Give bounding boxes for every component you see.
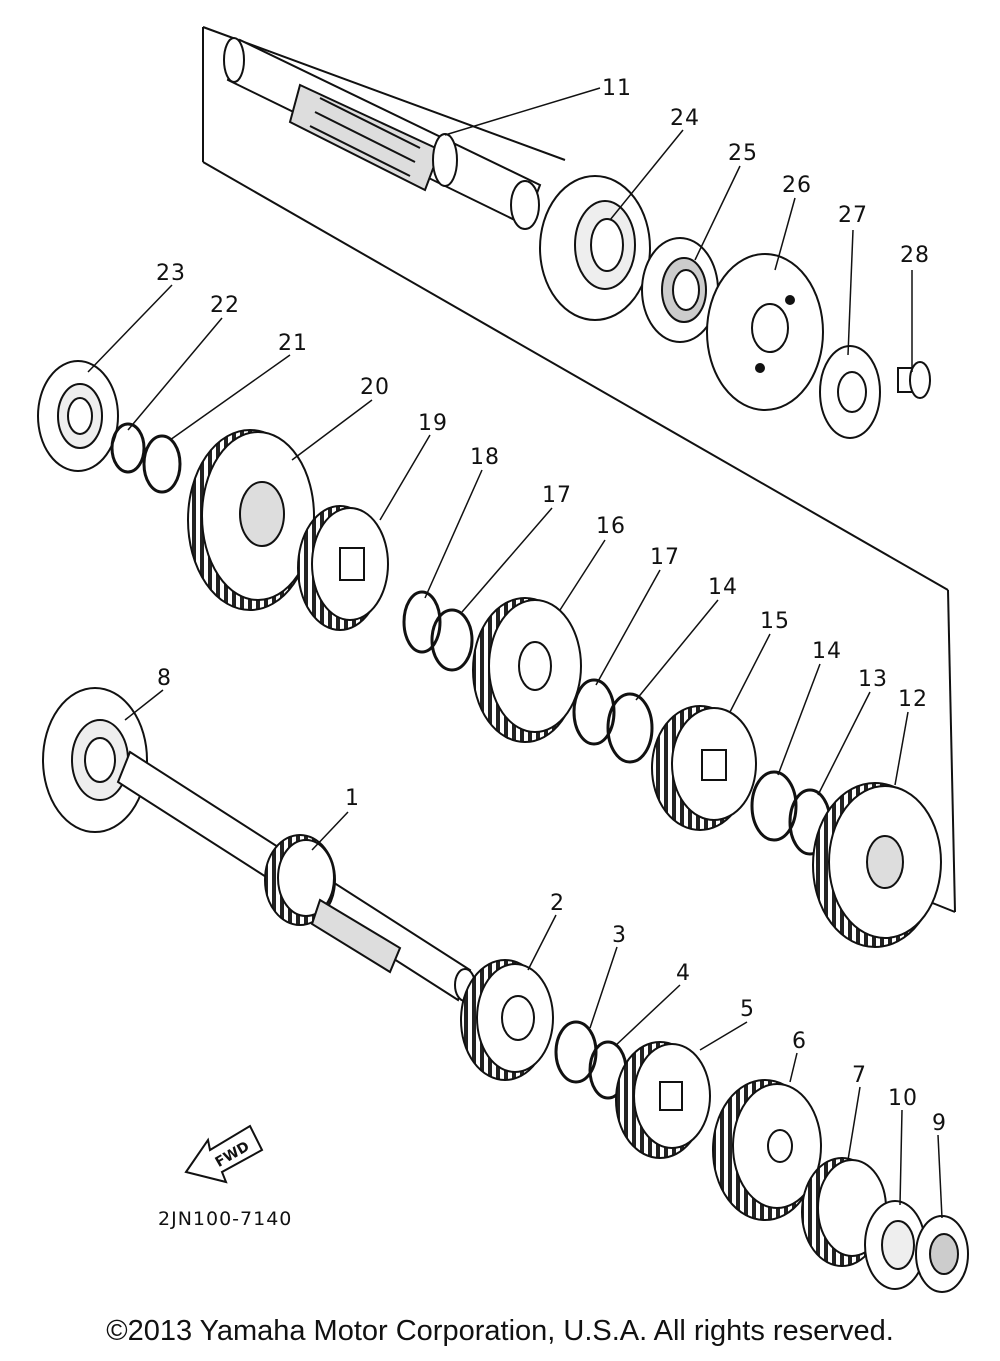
part-label-13: 13 [858,667,888,692]
circlip-3 [554,1020,598,1084]
washer-14-lower [750,770,798,842]
drawing-code: 2JN100-7140 [158,1208,292,1230]
gear-20 [187,429,315,611]
oil-seal-9 [915,1215,969,1293]
part-label-15: 15 [760,609,790,634]
part-label-7: 7 [852,1063,867,1088]
leader-lines [87,87,943,1219]
circlip-22 [110,422,146,474]
bolt-28 [897,361,931,399]
part-label-27: 27 [838,203,868,228]
part-label-28: 28 [900,243,930,268]
part-label-14a: 14 [708,575,738,600]
oil-seal-25 [641,237,719,343]
part-label-22: 22 [210,293,240,318]
part-label-17b: 17 [650,545,680,570]
gear-6 [712,1079,822,1221]
washer-17-lower [572,678,616,746]
gear-12 [812,782,942,948]
part-label-6: 6 [792,1029,807,1054]
part-label-25: 25 [728,141,758,166]
part-label-19: 19 [418,411,448,436]
washer-17-upper [430,608,474,672]
part-label-23: 23 [156,261,186,286]
gear-15 [651,705,757,831]
gear-2 [460,959,554,1081]
part-label-4: 4 [676,961,691,986]
circlip-18 [402,590,442,654]
part-label-10: 10 [888,1086,918,1111]
gear-5 [615,1041,711,1159]
bearing-8 [42,687,148,833]
part-label-17a: 17 [542,483,572,508]
drive-sprocket-26 [706,253,824,411]
drive-axle-1 [116,750,476,1002]
gear-19 [297,505,389,631]
part-label-12: 12 [898,687,928,712]
part-label-20: 20 [360,375,390,400]
copyright-notice: ©2013 Yamaha Motor Corporation, U.S.A. A… [106,1315,894,1347]
part-label-9: 9 [932,1111,947,1136]
part-label-21: 21 [278,331,308,356]
gear-16 [472,597,582,743]
main-axle-frame [202,26,956,913]
part-number-labels: 1 2 3 4 5 6 7 8 9 10 11 12 13 14 14 15 1… [156,76,947,1136]
washer-21 [142,434,182,494]
part-label-1: 1 [345,786,360,811]
part-label-18: 18 [470,445,500,470]
transmission-exploded-diagram: 1 2 3 4 5 6 7 8 9 10 11 12 13 14 14 15 1… [37,26,969,1293]
bearing-24 [539,175,651,321]
part-label-24: 24 [670,106,700,131]
washer-14-upper [606,692,654,764]
lock-washer-27 [819,345,881,439]
part-label-5: 5 [740,997,755,1022]
part-label-2: 2 [550,891,565,916]
part-label-3: 3 [612,923,627,948]
part-label-26: 26 [782,173,812,198]
part-label-8: 8 [157,666,172,691]
main-axle-shaft [223,37,542,230]
part-label-11: 11 [602,76,632,101]
part-label-16: 16 [596,514,626,539]
forward-arrow-icon: FWD [184,1124,264,1184]
bearing-23 [37,360,119,472]
part-label-14b: 14 [812,639,842,664]
